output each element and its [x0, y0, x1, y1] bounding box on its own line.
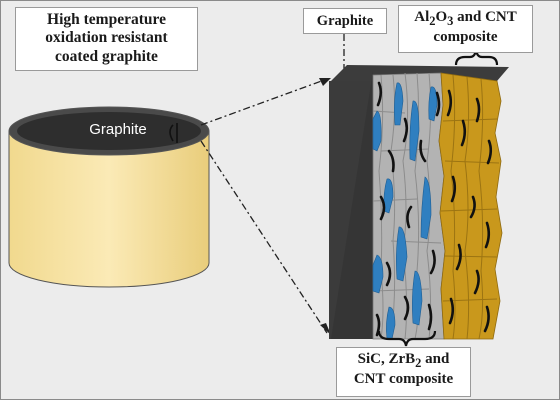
sic-brace	[377, 330, 437, 347]
and-text: and	[421, 351, 450, 367]
sic-label-line-1: SiC, ZrB2 and	[337, 351, 470, 371]
al2o3-layer	[438, 72, 503, 340]
zrb-subscript: 2	[415, 356, 422, 370]
graphite-label-box: Graphite	[303, 8, 387, 34]
coating-cross-section	[329, 65, 509, 340]
al-text: Al	[414, 9, 430, 25]
sic-label-line-2: CNT composite	[353, 370, 454, 387]
zrb2-grains	[372, 82, 438, 340]
al2o3-label-line-1: Al2O3 and CNT	[399, 9, 532, 29]
cnt-strands	[375, 81, 493, 337]
al-subscript: 2	[429, 14, 436, 28]
title-line-3: coated graphite	[55, 47, 158, 65]
sic-zrb-text: SiC, ZrB	[357, 351, 416, 367]
graphite-substrate	[329, 81, 373, 339]
coated-graphite-cylinder	[8, 106, 210, 288]
o-text: O	[435, 9, 448, 25]
graphite-label: Graphite	[316, 13, 374, 29]
al2o3-cnt-label-box: Al2O3 and CNT composite	[398, 5, 533, 53]
o-subscript: 3	[447, 14, 454, 28]
cylinder-graphite-core	[17, 112, 201, 150]
sic-zrb2-cnt-label-box: SiC, ZrB2 and CNT composite	[336, 347, 471, 397]
title-line-2: oxidation resistant	[45, 29, 168, 47]
al2o3-label-line-2: composite	[433, 28, 498, 45]
cylinder-graphite-label: Graphite	[89, 121, 147, 138]
title-box: High temperature oxidation resistant coa…	[15, 7, 198, 71]
and-cnt-text: and CNT	[453, 9, 517, 25]
title-line-1: High temperature	[47, 11, 166, 28]
